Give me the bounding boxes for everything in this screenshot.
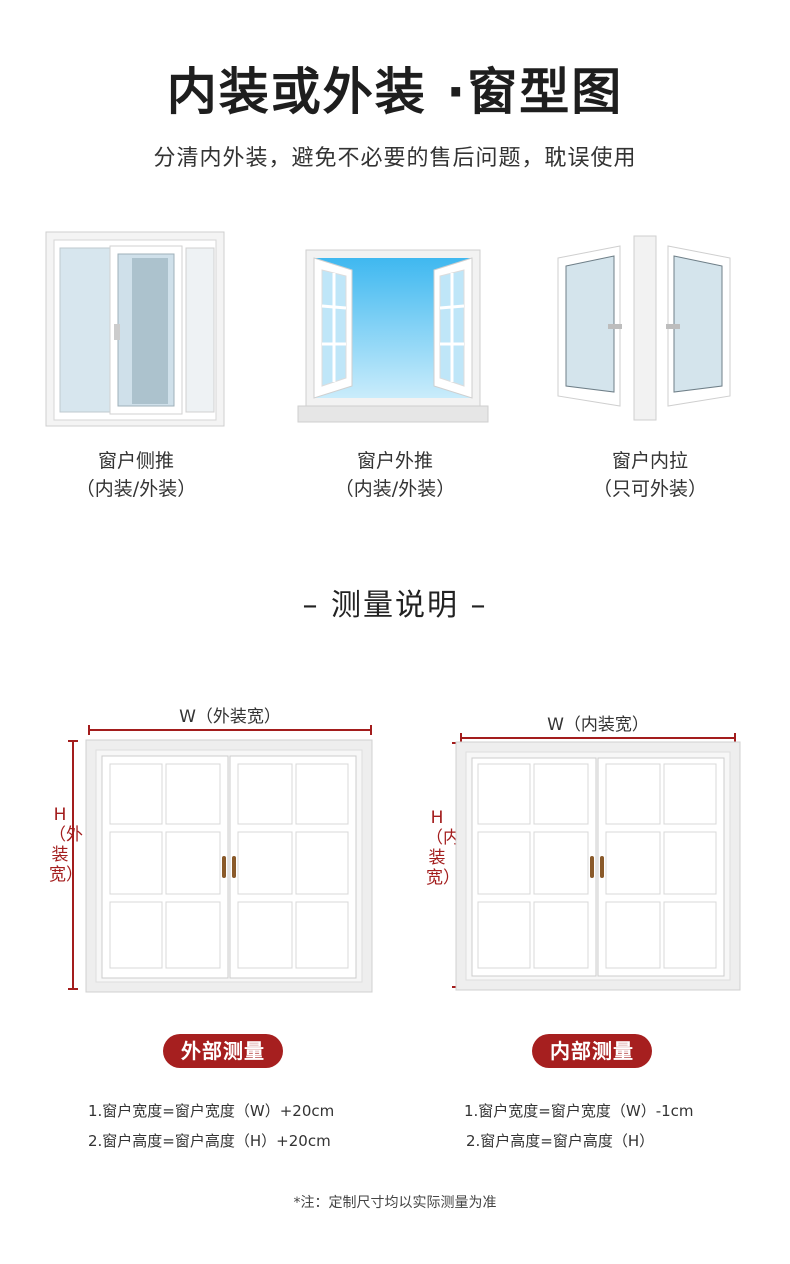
outer-width-arrow [88, 725, 372, 735]
window-type-name-2: 窗户外推 [356, 450, 433, 472]
sliding-window-illustration [45, 231, 225, 427]
inner-width-label: W（内装宽） [547, 715, 649, 735]
window-type-note-3: （只可外装） [592, 478, 707, 500]
inner-formula-height: 2.窗户高度=窗户高度（H） [466, 1132, 655, 1150]
footnote: *注：定制尺寸均以实际测量为准 [293, 1195, 497, 1211]
page-subtitle: 分清内外装，避免不必要的售后问题，耽误使用 [153, 146, 637, 171]
window-type-name-3: 窗户内拉 [611, 450, 688, 472]
window-type-name-1: 窗户侧推 [97, 450, 174, 472]
inner-formula-width: 1.窗户宽度=窗户宽度（W）-1cm [464, 1102, 694, 1120]
page-title: 内装或外装 ·窗型图 [166, 63, 624, 121]
outer-formula-height: 2.窗户高度=窗户高度（H）+20cm [88, 1132, 331, 1150]
outer-width-label: W（外装宽） [179, 707, 281, 727]
outward-window-illustration [297, 249, 489, 423]
inner-height-label: H（内装宽） [426, 808, 460, 888]
inner-width-arrow [460, 733, 736, 743]
outer-window-illustration [85, 739, 373, 993]
outer-measure-badge: 外部测量 [163, 1034, 283, 1068]
inner-measure-badge: 内部测量 [532, 1034, 652, 1068]
section-title: – 测量说明 – [302, 588, 488, 623]
inner-window-illustration [455, 741, 741, 991]
window-type-note-2: （内装/外装） [334, 478, 456, 500]
window-type-note-1: （内装/外装） [75, 478, 197, 500]
outer-formula-width: 1.窗户宽度=窗户宽度（W）+20cm [88, 1102, 335, 1120]
outer-height-arrow [68, 740, 78, 990]
inward-window-illustration [557, 235, 731, 421]
outer-height-label: H（外装宽） [49, 805, 83, 885]
